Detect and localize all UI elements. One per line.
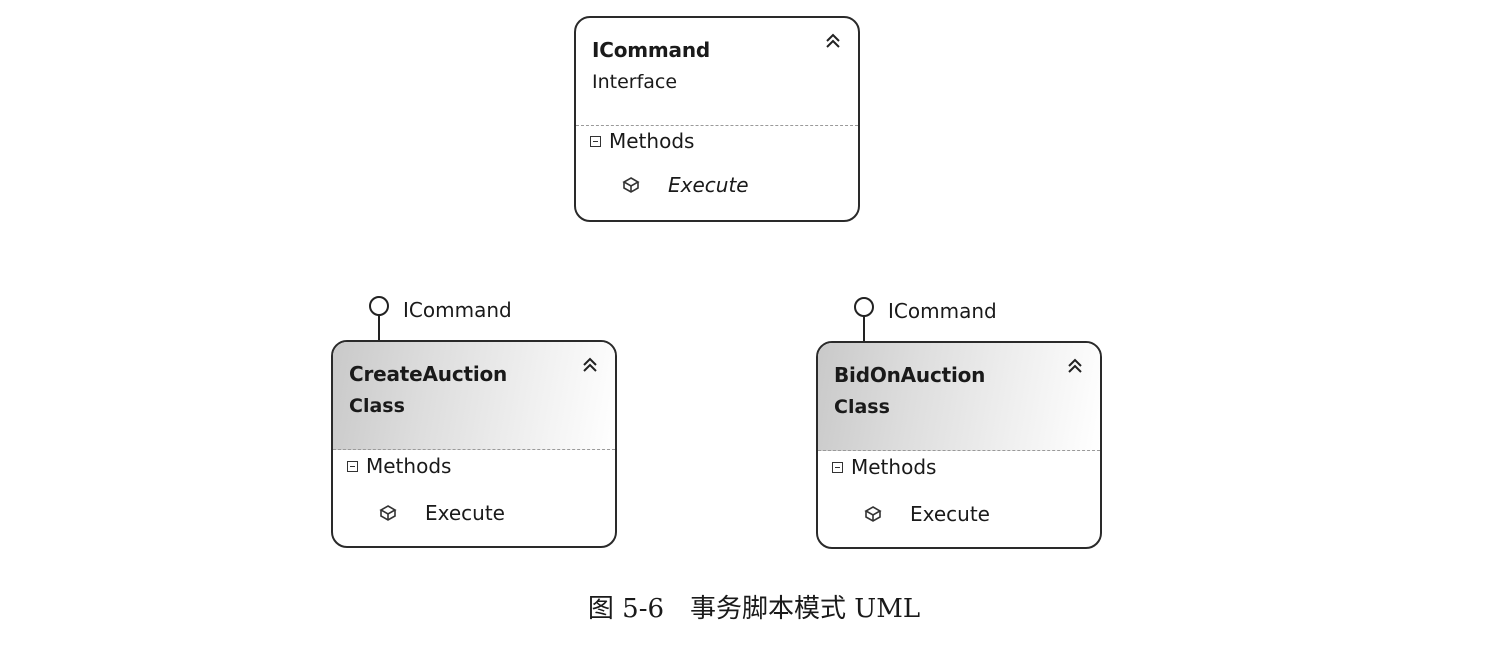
method-name: Execute — [425, 501, 505, 525]
interface-kind: Interface — [592, 71, 678, 93]
section-label: Methods — [366, 454, 452, 478]
interface-name: ICommand — [592, 38, 710, 62]
method-name: Execute — [910, 502, 990, 526]
collapse-minus-icon[interactable] — [832, 461, 843, 473]
implemented-interface-label: ICommand — [403, 298, 512, 322]
methods-section-toggle[interactable]: Methods — [347, 454, 451, 478]
class-header: CreateAuction Class — [333, 342, 615, 450]
class-kind: Class — [349, 395, 405, 417]
method-item: Execute — [622, 173, 749, 197]
interface-lollipop-icon — [854, 297, 874, 345]
method-name: Execute — [668, 173, 749, 197]
collapse-chevron-icon[interactable] — [579, 354, 601, 376]
collapse-minus-icon[interactable] — [347, 460, 358, 472]
section-label: Methods — [851, 455, 937, 479]
figure-caption: 图 5-6 事务脚本模式 UML — [587, 594, 921, 624]
methods-section-toggle[interactable]: Methods — [832, 455, 936, 479]
collapse-chevron-icon[interactable] — [822, 30, 844, 52]
bidonauction-class-box: BidOnAuction Class Methods Execute — [816, 341, 1102, 549]
class-kind: Class — [834, 396, 890, 418]
interface-header: ICommand Interface — [576, 18, 858, 126]
methods-section-toggle[interactable]: Methods — [590, 129, 694, 153]
method-cube-icon — [379, 505, 397, 521]
method-item: Execute — [864, 502, 990, 526]
createauction-class-box: CreateAuction Class Methods Execute — [331, 340, 617, 548]
implemented-interface-label: ICommand — [888, 299, 997, 323]
method-cube-icon — [622, 177, 640, 193]
section-label: Methods — [609, 129, 695, 153]
class-name: CreateAuction — [349, 362, 508, 386]
collapse-chevron-icon[interactable] — [1064, 355, 1086, 377]
collapse-minus-icon[interactable] — [590, 135, 601, 147]
method-cube-icon — [864, 506, 882, 522]
class-header: BidOnAuction Class — [818, 343, 1100, 451]
method-item: Execute — [379, 501, 505, 525]
class-name: BidOnAuction — [834, 363, 986, 387]
icommand-interface-box: ICommand Interface Methods Execute — [574, 16, 860, 222]
interface-lollipop-icon — [369, 296, 389, 344]
